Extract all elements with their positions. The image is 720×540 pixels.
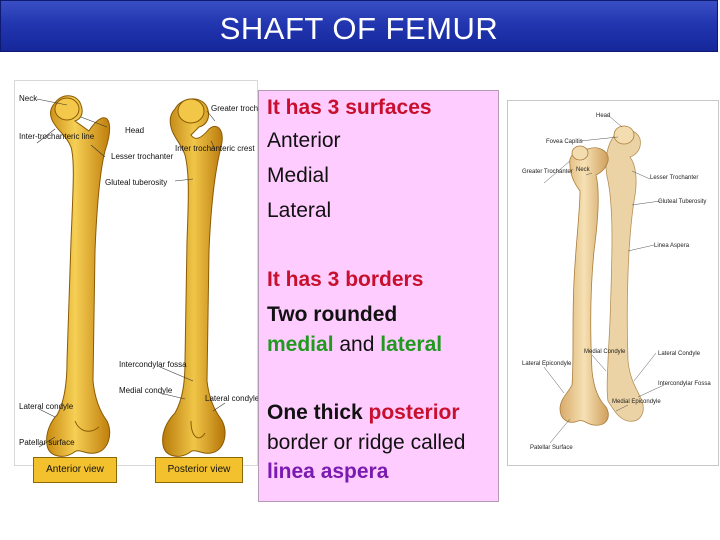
label-inter-trochanteric-line: Inter-trochanteric line xyxy=(19,132,95,141)
label-leader-lines xyxy=(36,98,226,448)
label-greater-trochanter-text: Greater trochanter xyxy=(211,104,259,113)
photo-label-linea-aspera: Linea Aspera xyxy=(654,243,690,249)
photo-label-lateral-epicondyle: Lateral Epicondyle xyxy=(522,361,572,367)
label-head: Head xyxy=(125,126,144,135)
label-gluteal-tuberosity: Gluteal tuberosity xyxy=(105,178,167,187)
photo-label-intercondylar-fossa: Intercondylar Fossa xyxy=(658,381,711,387)
linea-aspera-text: linea aspera xyxy=(267,460,389,483)
surface-medial: Medial xyxy=(267,164,329,187)
photo-label-lateral-condyle: Lateral Condyle xyxy=(658,351,701,357)
photo-label-gluteal-tuberosity: Gluteal Tuberosity xyxy=(658,199,706,205)
surface-anterior: Anterior xyxy=(267,129,341,152)
label-neck: Neck xyxy=(19,94,38,103)
anterior-view-caption: Anterior view xyxy=(33,457,117,483)
posterior-view-caption: Posterior view xyxy=(155,457,243,483)
label-lateral-condyle-right: Lateral condyle xyxy=(205,394,259,403)
femur-posterior-photo-figure: Head Fovea Capitis Greater Trochanter Ne… xyxy=(507,100,719,466)
label-lateral-condyle-left: Lateral condyle xyxy=(19,402,74,411)
photo-label-medial-epicondyle: Medial Epicondyle xyxy=(612,399,661,405)
description-text-box: It has 3 surfaces Anterior Medial Latera… xyxy=(258,90,499,502)
photo-label-fovea-capitis: Fovea Capitis xyxy=(546,139,583,145)
label-intercondylar-fossa: Intercondylar fossa xyxy=(119,360,187,369)
title-bar: SHAFT OF FEMUR xyxy=(0,0,718,52)
two-rounded-text: Two rounded xyxy=(267,303,398,326)
femur-anterior-posterior-figure: Neck Head Greater trochanter Inter-troch… xyxy=(14,80,259,483)
posterior-word: posterior xyxy=(368,401,460,424)
border-ridge-text: border or ridge called xyxy=(267,431,466,454)
label-lesser-trochanter: Lesser trochanter xyxy=(111,152,174,161)
one-thick-text: One thick xyxy=(267,401,369,424)
lateral-word: lateral xyxy=(380,333,443,356)
photo-label-lesser-trochanter: Lesser Trochanter xyxy=(650,175,698,181)
surfaces-heading: It has 3 surfaces xyxy=(267,96,432,119)
medial-lateral-line: medial and lateral xyxy=(267,330,442,360)
photo-label-greater-trochanter: Greater Trochanter xyxy=(522,169,573,175)
surface-lateral: Lateral xyxy=(267,199,332,222)
label-medial-condyle: Medial condyle xyxy=(119,386,173,395)
femur-illustration: Neck Head Greater trochanter Inter-troch… xyxy=(19,94,259,457)
photo-leader-lines xyxy=(543,114,665,444)
photo-label-medial-condyle: Medial Condyle xyxy=(584,349,626,355)
photo-label-head: Head xyxy=(596,113,610,119)
borders-heading: It has 3 borders xyxy=(267,268,424,291)
posterior-femur xyxy=(162,98,226,457)
photo-label-neck: Neck xyxy=(576,167,591,173)
one-thick-posterior-line: One thick posterior xyxy=(267,398,460,428)
photo-label-patellar-surface: Patellar Surface xyxy=(530,445,573,451)
label-patellar-surface: Patellar surface xyxy=(19,438,75,447)
label-inter-trochanteric-crest: Inter trochanteric crest xyxy=(175,144,255,153)
label-greater-trochanter: Greater trochanter xyxy=(211,104,259,113)
slide-title: SHAFT OF FEMUR xyxy=(219,11,499,46)
medial-word: medial xyxy=(267,333,334,356)
and-word: and xyxy=(333,333,381,356)
femur-photo-illustration: Head Fovea Capitis Greater Trochanter Ne… xyxy=(522,113,711,451)
